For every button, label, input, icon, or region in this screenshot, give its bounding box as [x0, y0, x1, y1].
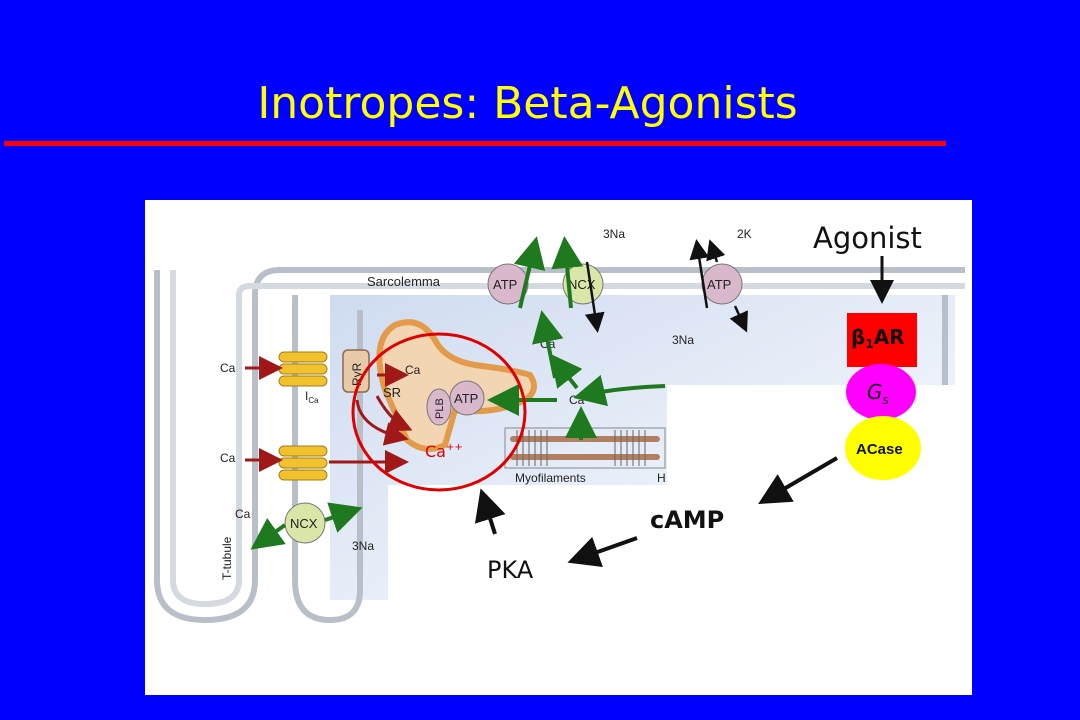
k2-label: 2K [737, 227, 752, 241]
ca-ion-label: Ca++ [425, 442, 463, 461]
na3-pump-label: 3Na [672, 333, 694, 347]
beta1ar-receptor [847, 313, 917, 367]
sarcolemma-atp-pump-1 [487, 263, 529, 305]
ca-highlight-circle [351, 332, 527, 492]
sr-label: SR [383, 385, 401, 400]
acase-label: ACase [856, 441, 903, 458]
na-k-atp-label: ATP [707, 277, 731, 292]
gs-label: Gs [867, 380, 889, 407]
plb-label: PLB [434, 398, 446, 419]
myofilaments-label: Myofilaments [515, 471, 586, 485]
green-transport-arrows [250, 236, 666, 550]
camp-label: cAMP [650, 506, 724, 534]
sr-atp-pump [449, 380, 485, 416]
t-tubule-label: T-tubule [220, 536, 234, 580]
sarcolemma-label: Sarcolemma [367, 274, 441, 289]
ryr-label: RyR [350, 362, 364, 386]
ncx-ttubule-label: NCX [290, 516, 318, 531]
ca-entry-arrows [245, 356, 413, 474]
diagram-panel: RyR PLB ATP SR Sarcolemma ATP NCX ATP NC… [145, 200, 972, 695]
ca-ryr-release-label: Ca [405, 363, 421, 377]
atp-pump-1-label: ATP [493, 277, 517, 292]
agonist-label: Agonist [813, 221, 922, 255]
l-type-ca-channel-upper [278, 351, 328, 387]
na3-top-label: 3Na [603, 227, 625, 241]
gs-protein [846, 364, 916, 420]
ca-entry-lower-label: Ca [220, 451, 236, 465]
na3-ncx-label: 3Na [352, 539, 374, 553]
camp-to-pka-arrow [567, 536, 638, 568]
ca-ncx-label: Ca [235, 507, 251, 521]
cardiomyocyte-diagram: RyR PLB ATP SR Sarcolemma ATP NCX ATP NC… [154, 221, 972, 695]
h-zone-label: H [657, 471, 666, 485]
ca-entry-upper-label: Ca [220, 361, 236, 375]
ion-flux-arrows [584, 239, 748, 333]
myofilaments-bundle [504, 427, 666, 469]
i-ca-label: ICa [305, 389, 319, 405]
beta1ar-label: β1AR [851, 325, 905, 351]
acase-enzyme [845, 416, 921, 480]
sr-atp-label: ATP [454, 391, 478, 406]
pka-to-ca-arrow [474, 488, 506, 535]
slide-title: Inotropes: Beta-Agonists [257, 78, 798, 129]
pka-label: PKA [487, 556, 534, 584]
plb-protein [426, 388, 452, 426]
title-underline [4, 141, 946, 146]
l-type-ca-channel-lower [278, 445, 328, 481]
acase-to-camp-arrow [758, 456, 839, 505]
